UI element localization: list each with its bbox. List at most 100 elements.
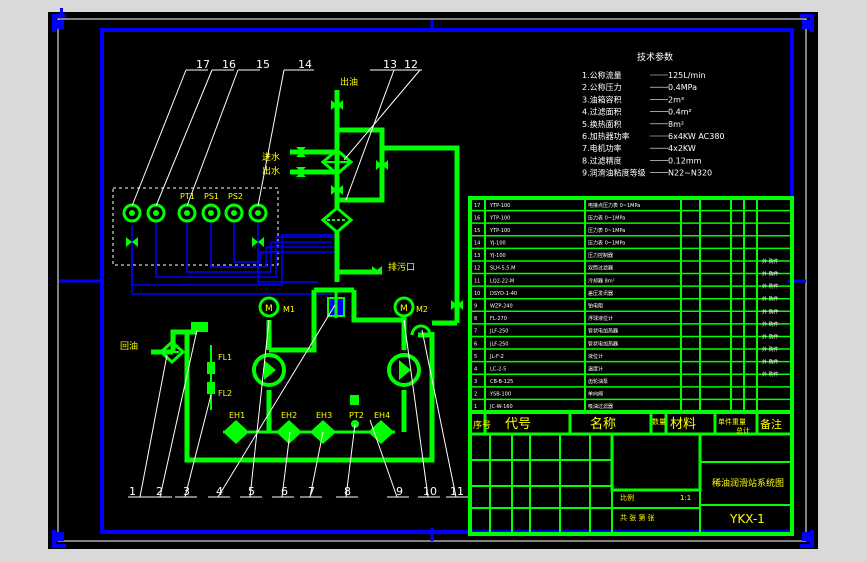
- callout-3: 3: [183, 485, 190, 498]
- parts-row-no: 6: [474, 341, 477, 347]
- sheet-label: 共 张 第 张: [620, 513, 655, 522]
- ps1-label: PS1: [204, 192, 219, 201]
- parts-row-note: 外 购件: [762, 283, 779, 290]
- leader-lines: [128, 69, 468, 498]
- tech-param-value: 125L/min: [668, 71, 706, 80]
- tech-param-name: 3.油箱容积: [582, 94, 622, 104]
- drawing-number: YKX-1: [729, 512, 765, 526]
- eh4-label: EH4: [374, 411, 390, 420]
- tech-param-name: 8.过滤精度: [582, 155, 622, 165]
- parts-row-name: 冷却器 8m²: [588, 277, 615, 284]
- piping: [151, 90, 460, 463]
- ps2-label: PS2: [228, 192, 243, 201]
- callout-13: 13: [383, 58, 397, 71]
- parts-row-code: YSB-100: [489, 392, 511, 398]
- fl1-label: FL1: [218, 353, 232, 362]
- header-name: 名称: [590, 416, 616, 432]
- parts-row-no: 17: [474, 203, 480, 209]
- callout-14: 14: [298, 58, 312, 71]
- parts-row-note: 外 购件: [762, 359, 779, 366]
- header-total: 总计: [736, 426, 750, 435]
- parts-row-no: 13: [474, 253, 480, 259]
- tech-param-name: 6.加热器功率: [582, 131, 630, 141]
- header-code: 代号: [505, 417, 531, 432]
- callout-17: 17: [196, 58, 210, 71]
- callout-8: 8: [344, 485, 351, 498]
- parts-row-no: 9: [474, 304, 477, 310]
- parts-row-note: 外 购件: [762, 346, 779, 353]
- tech-param-name: 1.公称流量: [582, 70, 622, 80]
- tech-param-value: 0.4m²: [668, 108, 692, 117]
- callout-9: 9: [396, 485, 403, 498]
- header-weight: 单件重量: [718, 417, 746, 426]
- parts-row-note: 外 购件: [762, 258, 779, 265]
- callout-12: 12: [404, 58, 418, 71]
- parts-row-name: 电接点压力表 0~1MPa: [588, 202, 640, 209]
- callout-15: 15: [256, 58, 270, 71]
- parts-row-note: 外 购件: [762, 333, 779, 340]
- header-qty: 数量: [652, 417, 666, 426]
- parts-row-no: 4: [474, 366, 477, 372]
- eh1-label: EH1: [229, 411, 245, 420]
- parts-row-name: 单向阀: [588, 391, 603, 398]
- parts-row-no: 7: [474, 329, 477, 335]
- parts-row-name: 压力表 0~1MPa: [588, 240, 625, 247]
- header-remark: 备注: [760, 417, 782, 431]
- parts-row-code: WZP-240: [490, 304, 513, 310]
- parts-row-note: 外 购件: [762, 308, 779, 315]
- tech-param-value: N22~N320: [668, 169, 712, 178]
- pt2-label: PT2: [349, 411, 364, 420]
- tech-param-name: 9.润滑油粘度等级: [582, 168, 646, 178]
- header-no: 序号: [473, 419, 491, 431]
- parts-row-code: LQ2-22-M: [490, 278, 514, 284]
- scale-label: 比例: [620, 493, 634, 502]
- callout-16: 16: [222, 58, 236, 71]
- tech-param-name: 7.电机功率: [582, 143, 622, 153]
- parts-row-code: YTP-100: [489, 215, 510, 221]
- tech-params-title: 技术参数: [637, 51, 673, 63]
- callout-2: 2: [156, 485, 163, 498]
- drain-label: 排污口: [388, 261, 415, 273]
- inlet-water-label: 进水: [262, 151, 280, 163]
- return-oil-label: 回油: [120, 340, 138, 352]
- tech-param-value: 0.12mm: [668, 156, 702, 165]
- parts-row-name: 齿轮油泵: [588, 378, 608, 385]
- callout-11: 11: [450, 485, 464, 498]
- parts-row-name: 压力控制器: [588, 252, 613, 259]
- fl2-label: FL2: [218, 389, 232, 398]
- parts-row-name: 双筒过滤器: [588, 265, 613, 272]
- parts-row-code: YTP-100: [489, 228, 510, 234]
- parts-row-code: LC-2-5: [490, 366, 506, 372]
- parts-row-no: 15: [474, 228, 480, 234]
- parts-row-name: 压力表 0~1MPa: [588, 227, 625, 234]
- eh2-label: EH2: [281, 411, 297, 420]
- m2-label: M2: [416, 305, 428, 314]
- svg-text:M: M: [265, 304, 273, 314]
- parts-row-code: JC-W-160: [489, 404, 513, 410]
- parts-row-name: 压力表 0~1MPa: [588, 214, 625, 221]
- callouts-top: 17 16 15 14 13 12: [196, 58, 418, 71]
- parts-row-code: SLH-5.5.M: [490, 266, 515, 272]
- parts-row-note: 外 购件: [762, 296, 779, 303]
- parts-row-name: 浮球液位计: [588, 315, 613, 322]
- parts-row-name: 铂电阻: [588, 303, 603, 310]
- parts-row-code: YJ-100: [489, 241, 506, 247]
- parts-row-code: CB-B-125: [490, 379, 513, 385]
- sheet-background: [48, 12, 818, 549]
- callout-1: 1: [129, 485, 136, 498]
- parts-row-no: 3: [474, 379, 477, 385]
- callouts-bottom: 1 2 3 4 5 6 7 8 9 10 11: [129, 485, 464, 498]
- parts-row-code: FL-270: [490, 316, 507, 322]
- tech-param-name: 2.公称压力: [582, 82, 622, 92]
- tech-param-value: 4x2KW: [668, 144, 696, 153]
- parts-row-code: DSYD-1-40: [490, 291, 517, 297]
- tech-param-value: 6x4KW AC380: [668, 132, 725, 141]
- parts-row-code: YJ-100: [489, 253, 506, 259]
- parts-row-no: 2: [474, 392, 477, 398]
- tech-param-name: 4.过滤面积: [582, 107, 622, 117]
- drawing-title: 稀油润滑站系统图: [712, 477, 784, 489]
- parts-row-no: 5: [474, 354, 477, 360]
